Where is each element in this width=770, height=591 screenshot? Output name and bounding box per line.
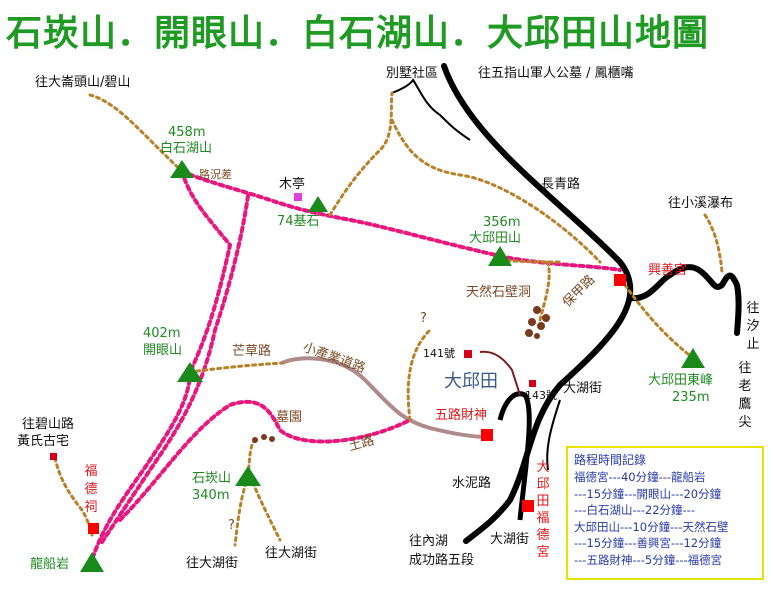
peak-name: 石崁山 xyxy=(192,471,232,486)
time-record-legend: 路程時間記錄 福德宮---40分鐘---龍船岩 ---15分鐘---開眼山---… xyxy=(566,446,764,580)
legend-line: ---白石湖山---22分鐘--- xyxy=(574,503,695,517)
brown-trail-dalun xyxy=(88,93,184,173)
label-qiancao: 芒草路 xyxy=(232,344,272,359)
brown-trail-stonewall xyxy=(538,260,551,322)
temple-square-icon xyxy=(522,500,534,512)
villa-road xyxy=(391,78,471,141)
label-villa: 別墅社區 xyxy=(386,66,439,81)
label-pavilion: 木亭 xyxy=(279,177,306,192)
peak-elev: 458m xyxy=(168,125,206,140)
label-huang-house: 黃氏古宅 xyxy=(17,434,70,449)
temple-square-icon xyxy=(614,274,626,286)
peak-name: 白石湖山 xyxy=(160,141,213,156)
pavilion-square-icon xyxy=(294,193,302,201)
brown-trail-shikan-south xyxy=(233,474,250,547)
marker-square-icon xyxy=(50,453,57,460)
road-141 xyxy=(479,350,521,396)
pink-trail-baishihu-kaiyan xyxy=(180,169,233,374)
label-141: 141號 xyxy=(423,347,455,360)
label-base74: 74基石 xyxy=(277,214,320,229)
brown-trail-xiaoxi xyxy=(703,213,724,274)
peak-elev: 340m xyxy=(192,488,230,503)
label-dahu-st2: 大湖街 xyxy=(490,532,530,547)
peak-name: 大邱田山 xyxy=(469,231,522,246)
rock-dot-icon xyxy=(525,329,533,337)
legend-title: 路程時間記錄 xyxy=(574,453,647,467)
rock-dot-icon xyxy=(528,318,536,326)
peak-elev: 235m xyxy=(672,390,710,405)
rock-dot-icon xyxy=(269,436,275,442)
dahu-road-right xyxy=(546,399,561,471)
peak-elev: 356m xyxy=(483,215,521,230)
marker-square-icon xyxy=(529,380,536,387)
label-fude-ci: 福德祠 xyxy=(84,464,98,515)
brown-trail-east-peak xyxy=(623,283,695,360)
rock-dot-icon xyxy=(252,437,258,443)
label-to-xizhi: 往汐止 xyxy=(746,301,760,352)
label-cement-rd: 水泥路 xyxy=(452,476,492,491)
peak-triangle-icon xyxy=(235,466,261,486)
label-question: ? xyxy=(228,518,235,533)
rock-dot-icon xyxy=(542,314,550,322)
peak-triangle-icon xyxy=(80,552,104,572)
map-title: 石崁山．開眼山．白石湖山．大邱田山地圖 xyxy=(6,13,710,54)
label-daqiutian-area: 大邱田 xyxy=(444,371,498,392)
brown-trail-kaiyan-qiancao xyxy=(188,361,284,374)
label-wulu: 五路財神 xyxy=(435,408,488,423)
rock-dot-icon xyxy=(534,333,540,339)
label-xingshan: 興善宮 xyxy=(648,263,688,278)
peak-triangle-icon xyxy=(170,160,194,178)
label-fude-temple: 大邱田福德宮 xyxy=(536,460,550,560)
marker-square-icon xyxy=(464,350,472,358)
label-bishan-rd: 往碧山路 xyxy=(22,417,75,432)
legend-line: ---15分鐘---開眼山---20分鐘 xyxy=(574,486,722,501)
label-to-xiaoxi: 往小溪瀑布 xyxy=(668,196,734,211)
label-to-neihu: 往內湖 xyxy=(409,534,449,549)
pink-trail-loop xyxy=(118,399,412,522)
pink-trail-baishihu-base xyxy=(180,169,502,258)
label-cemetery: 墓園 xyxy=(276,410,303,425)
label-dahu-st1: 大湖街 xyxy=(563,381,603,396)
label-stone-wall: 天然石壁洞 xyxy=(466,285,532,300)
peak-name: 大邱田東峰 xyxy=(648,373,714,388)
label-to-laoying: 往老鷹尖 xyxy=(738,361,752,430)
brown-trail-question xyxy=(406,328,432,422)
legend-line: 福德宮---40分鐘---龍船岩 xyxy=(574,470,706,484)
label-to-dahu1: 往大湖街 xyxy=(186,556,239,571)
label-143: 143號 xyxy=(525,389,557,402)
label-to-wuzhi: 往五指山軍人公墓 / 鳳櫃嘴 xyxy=(478,66,634,81)
label-question: ? xyxy=(420,311,427,326)
temple-square-icon xyxy=(481,429,493,441)
peak-triangle-icon xyxy=(308,196,328,212)
peak-triangle-icon xyxy=(681,348,705,368)
rock-dot-icon xyxy=(533,306,541,314)
legend-line: 大邱田山---10分鐘---天然石壁 xyxy=(574,519,729,534)
label-changqing: 長青路 xyxy=(541,177,581,192)
changqing-road xyxy=(441,63,634,544)
label-chenggong: 成功路五段 xyxy=(409,553,475,568)
pink-trail-right-ridge xyxy=(98,194,250,547)
peak-name: 開眼山 xyxy=(143,343,183,358)
xizhi-road xyxy=(629,264,742,336)
pink-trail-kaiyan-longchuan xyxy=(90,370,192,562)
brown-trail-villa xyxy=(328,91,394,217)
peak-elev: 402m xyxy=(143,326,181,341)
industry-road xyxy=(281,356,488,439)
peak-name: 龍船岩 xyxy=(30,557,70,572)
rock-dot-icon xyxy=(537,322,545,330)
peak-triangle-icon xyxy=(488,246,512,266)
legend-line: ---五路財神---5分鐘---福德宮 xyxy=(574,552,723,567)
dahu-road-left xyxy=(497,391,532,521)
label-to-dalun: 往大崙頭山/碧山 xyxy=(35,75,131,90)
temple-square-icon xyxy=(88,523,99,534)
brown-trail-villa2 xyxy=(390,118,602,264)
peak-triangle-icon xyxy=(177,362,203,382)
rock-dot-icon xyxy=(261,434,267,440)
label-to-dahu2: 往大湖街 xyxy=(265,546,318,561)
label-road-good: 路況差 xyxy=(199,168,232,181)
legend-line: ---15分鐘---善興宮---12分鐘 xyxy=(574,536,722,550)
pink-trail-daqiutian-east xyxy=(498,254,622,272)
